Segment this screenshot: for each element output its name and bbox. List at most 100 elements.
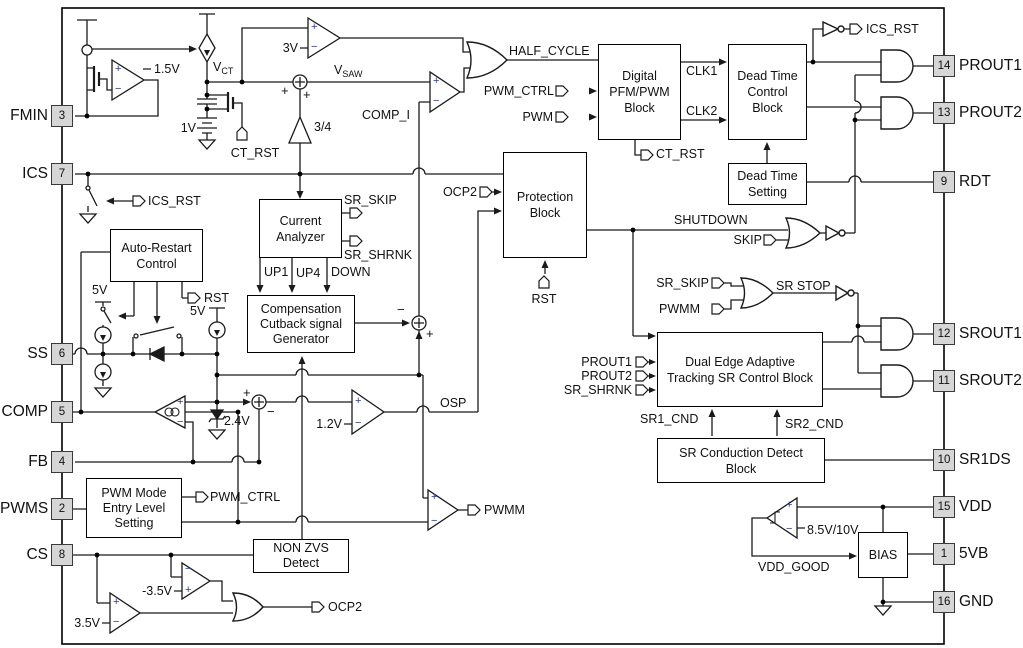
label-vsaw-sub: SAW [342, 69, 363, 79]
flag-prout1-in [635, 356, 649, 368]
pin-number: 12 [937, 328, 951, 340]
flag-rst-in [538, 275, 550, 289]
label-5v-comp: 5V [190, 304, 206, 318]
pwm-mode-entry-block: PWM Mode Entry Level Setting [86, 478, 182, 538]
pin-rdt: 9 [933, 171, 955, 193]
block-label: Tracking SR Control Block [666, 370, 814, 385]
minus-mark: − [115, 83, 122, 95]
flag-sr-shrnk-in [635, 384, 649, 396]
pin-srout1: 12 [933, 323, 955, 345]
sr-stop-or-gate [739, 277, 774, 309]
ocp-pos-comparator-triangle [109, 591, 142, 635]
pin-number: 3 [58, 110, 66, 122]
pin-label-ics: ICS [22, 165, 48, 182]
ground-symbol-zener [207, 429, 227, 440]
label-pwmm-in: PWMM [659, 302, 700, 316]
osp-comparator-triangle [351, 388, 386, 436]
current-analyzer-block: Current Analyzer [259, 199, 342, 258]
pin-fb: 4 [51, 451, 73, 473]
pin-number: 5 [58, 406, 66, 418]
block-label: Auto-Restart [121, 240, 192, 255]
label-rst-protection: RST [531, 292, 557, 306]
block-label: Cutback signal [260, 316, 342, 331]
amp-inner-symbols [164, 407, 780, 524]
flag-skip-in [763, 234, 777, 246]
half-cycle-or-gate [465, 41, 508, 79]
pin-number: 16 [937, 596, 951, 608]
flag-ics-rst-out [849, 23, 863, 35]
label-1v2-ref: 1.2V [316, 417, 342, 431]
pin-label-gnd: GND [959, 593, 994, 610]
vsaw-comparator-triangle [429, 70, 462, 114]
pin-label-ss: SS [27, 345, 48, 362]
ics-rst-inverter-bubble [837, 25, 845, 33]
label-vsaw: VSAW [334, 63, 363, 81]
flag-ics-rst-switch [132, 195, 146, 207]
block-label: Setting [114, 515, 154, 530]
ss-diode-switch-contact1 [133, 333, 139, 339]
ics-rst-inverter [822, 20, 840, 38]
block-label: Setting [748, 185, 787, 199]
pin-label-vdd: VDD [959, 498, 992, 515]
pin-sr1ds: 10 [933, 449, 955, 471]
pin-vdd: 15 [933, 496, 955, 518]
label-plus-osp-sum: + [243, 385, 251, 400]
ss-switch-contact [100, 306, 106, 312]
plus-mark: + [113, 596, 120, 608]
plus-mark: + [177, 396, 184, 408]
block-label: Generator [272, 331, 330, 346]
label-ct-rst-out: CT_RST [656, 147, 705, 161]
flag-pwm-ctrl-out [195, 491, 209, 503]
shutdown-skip-or-gate [784, 217, 822, 249]
ics-switch-contact [85, 185, 91, 191]
label-minus-osp-sum: − [267, 404, 275, 419]
label-clk2: CLK2 [686, 104, 718, 118]
pin-label-srout1: SROUT1 [959, 325, 1022, 342]
label-sr-skip-in: SR_SKIP [656, 276, 709, 290]
pin-label-fmin: FMIN [10, 107, 48, 124]
label-vdd-threshold: 8.5V/10V [807, 523, 859, 537]
block-label: Block [752, 101, 783, 115]
label-down: DOWN [331, 265, 371, 279]
block-label: PFM/PWM [609, 85, 670, 99]
pin-pwms: 2 [51, 498, 73, 520]
dual-edge-sr-control-block: Dual Edge Adaptive Tracking SR Control B… [657, 332, 823, 407]
ocp-neg-comparator-triangle [181, 561, 212, 601]
plus-mark: + [311, 21, 318, 33]
summing-junctions [251, 74, 427, 410]
pin-label-prout2: PROUT2 [959, 104, 1022, 121]
block-label: Current [279, 213, 322, 228]
flag-ocp2-out [311, 601, 325, 613]
compensation-cutback-block: Compensation Cutback signal Generator [247, 295, 355, 353]
prout1-and-gate [880, 49, 914, 83]
current-mirror-circle [81, 44, 93, 56]
block-label: NON ZVS [273, 541, 329, 555]
sr-stop-inverter-bubble [847, 289, 855, 297]
plus-mark: + [786, 499, 793, 511]
pin-label-sr1ds: SR1DS [959, 451, 1011, 468]
block-label: Protection [516, 190, 574, 204]
ss-clamp-diode [148, 345, 165, 363]
label-plus-compi: + [426, 326, 434, 341]
minus-mark: − [431, 515, 438, 527]
label-3v5-ref: 3.5V [74, 616, 100, 630]
flag-sr-skip-out [349, 207, 363, 219]
label-plus-vsaw-sum2: + [303, 87, 311, 102]
label-1v5-ref: 1.5V [154, 62, 180, 76]
label-comp-i: COMP_I [362, 108, 410, 122]
label-pwm-in: PWM [522, 110, 553, 124]
pin-label-fb: FB [28, 453, 48, 470]
3v-comparator-triangle [307, 16, 342, 60]
label-half-cycle: HALF_CYCLE [509, 44, 590, 58]
flag-pwm-in [555, 111, 569, 123]
pin-srout2: 11 [933, 370, 955, 392]
wire-hops [74, 100, 865, 523]
label-3v-ref: 3V [282, 41, 298, 55]
pin-number: 10 [937, 454, 951, 466]
block-label: Control [747, 85, 788, 99]
block-label: Detect [282, 556, 320, 570]
fmin-opamp-triangle [111, 58, 146, 102]
label-prout2-in: PROUT2 [581, 369, 632, 383]
pwmm-comparator-triangle [427, 488, 460, 532]
